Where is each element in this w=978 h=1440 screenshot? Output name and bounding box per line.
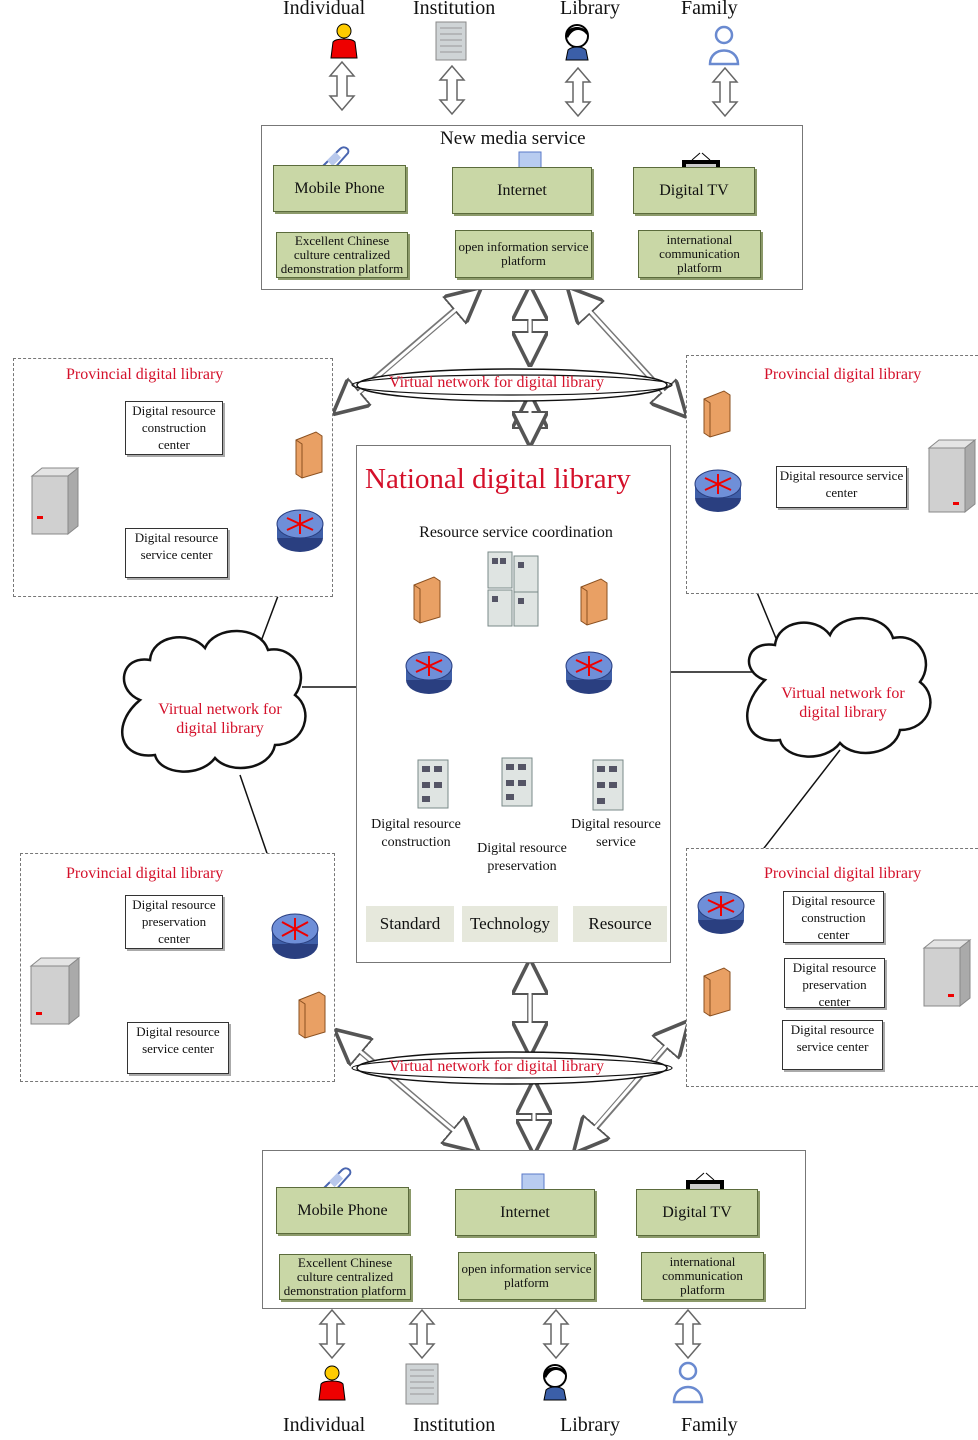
mobile-phone-button-bottom[interactable]: Mobile Phone xyxy=(276,1187,409,1234)
user-label-institution-bottom: Institution xyxy=(413,1414,496,1436)
service-center-box-bl[interactable]: Digital resource service center xyxy=(127,1022,229,1074)
internet-button-bottom[interactable]: Internet xyxy=(455,1189,595,1236)
national-title: National digital library xyxy=(365,463,631,495)
open-info-platform-box-bottom[interactable]: open information service platform xyxy=(458,1252,595,1300)
server-icon-construction xyxy=(417,759,449,809)
user-label-family-top: Family xyxy=(681,0,738,19)
construction-center-box-br[interactable]: Digital resource construction center xyxy=(783,891,884,943)
user-label-library-bottom: Library xyxy=(560,1414,620,1436)
service-center-box-tr[interactable]: Digital resource service center xyxy=(776,466,907,508)
user-label-individual-bottom: Individual xyxy=(283,1414,366,1436)
librarian-icon-library-top xyxy=(565,24,589,61)
vnet-label-left: Virtual network for digital library xyxy=(158,701,282,737)
construction-center-box-tl[interactable]: Digital resource construction center xyxy=(125,401,223,455)
digital-tv-button-top[interactable]: Digital TV xyxy=(633,167,755,214)
national-digital-library-box xyxy=(356,445,671,963)
server-icon-tl xyxy=(30,466,80,536)
double-arrow-institution-bottom xyxy=(408,1308,436,1360)
family-icon-bottom xyxy=(672,1361,704,1404)
label-construction: Digital resource construction xyxy=(371,817,461,850)
firewall-icon-national-left xyxy=(413,576,441,624)
user-label-individual-top: Individual xyxy=(283,0,366,19)
building-icon-institution-top xyxy=(435,21,467,61)
provincial-title-bottom-left: Provincial digital library xyxy=(66,865,224,882)
double-arrow-institution-top xyxy=(438,64,466,116)
label-service: Digital resource service xyxy=(571,817,661,850)
culture-platform-box-top[interactable]: Excellent Chinese culture centralized de… xyxy=(276,232,408,278)
standard-button[interactable]: Standard xyxy=(366,906,454,942)
service-center-box-br[interactable]: Digital resource service center xyxy=(782,1020,883,1070)
librarian-icon-library-bottom xyxy=(543,1364,567,1401)
intl-platform-box-bottom[interactable]: international communication platform xyxy=(641,1252,764,1300)
server-icon-br xyxy=(922,938,972,1008)
double-arrow-individual-top xyxy=(328,60,356,112)
provincial-title-top-left: Provincial digital library xyxy=(66,366,224,383)
firewall-icon-bl xyxy=(298,991,326,1039)
router-icon-br xyxy=(697,891,745,934)
cloud-right xyxy=(746,616,932,758)
internet-button-top[interactable]: Internet xyxy=(452,167,592,214)
user-label-family-bottom: Family xyxy=(681,1414,738,1436)
router-icon-bl xyxy=(271,913,319,959)
double-arrow-library-top xyxy=(564,66,592,118)
vnet-ellipse-bottom xyxy=(351,1051,673,1085)
service-center-box-tl[interactable]: Digital resource service center xyxy=(125,528,228,578)
resource-button[interactable]: Resource xyxy=(573,906,667,942)
firewall-icon-br xyxy=(703,967,731,1017)
router-icon-tl xyxy=(276,509,324,552)
firewall-icon-national-right xyxy=(580,578,608,626)
preservation-center-box-bl[interactable]: Digital resource preservation center xyxy=(125,895,223,949)
vnet-label-right: Virtual network for digital library xyxy=(781,685,905,721)
open-info-platform-box-top[interactable]: open information service platform xyxy=(455,230,592,278)
double-arrow-library-bottom xyxy=(542,1308,570,1360)
server-rack-icon-national xyxy=(487,551,539,627)
vnet-ellipse-top xyxy=(351,368,673,402)
mobile-phone-button-top[interactable]: Mobile Phone xyxy=(273,165,406,212)
new-media-service-title: New media service xyxy=(440,128,586,149)
server-icon-service xyxy=(592,759,624,811)
digital-tv-button-bottom[interactable]: Digital TV xyxy=(636,1189,758,1236)
person-icon-individual-bottom xyxy=(318,1365,346,1401)
double-arrow-family-top xyxy=(711,66,739,118)
provincial-title-top-right: Provincial digital library xyxy=(764,366,922,383)
intl-platform-box-top[interactable]: international communication platform xyxy=(638,230,761,278)
vnet-label-top: Virtual network for digital library xyxy=(389,374,604,391)
router-icon-tr xyxy=(694,469,742,512)
firewall-icon-tr xyxy=(703,390,731,438)
family-icon-top xyxy=(708,25,740,66)
label-preservation: Digital resource preservation xyxy=(477,841,567,874)
server-icon-tr xyxy=(927,438,977,514)
vnet-label-bottom: Virtual network for digital library xyxy=(389,1058,604,1075)
double-arrow-individual-bottom xyxy=(318,1308,346,1360)
server-icon-bl xyxy=(29,956,81,1026)
culture-platform-box-bottom[interactable]: Excellent Chinese culture centralized de… xyxy=(279,1254,411,1300)
resource-coordination-label: Resource service coordination xyxy=(419,524,613,541)
server-icon-preservation xyxy=(501,757,533,807)
user-label-library-top: Library xyxy=(560,0,620,19)
router-icon-national-left xyxy=(405,651,453,694)
cloud-left xyxy=(121,629,307,773)
preservation-center-box-br[interactable]: Digital resource preservation center xyxy=(784,958,885,1009)
router-icon-national-right xyxy=(565,651,613,694)
technology-button[interactable]: Technology xyxy=(462,906,558,942)
provincial-title-bottom-right: Provincial digital library xyxy=(764,865,922,882)
building-icon-institution-bottom xyxy=(405,1363,439,1405)
firewall-icon-tl xyxy=(295,431,323,479)
user-label-institution-top: Institution xyxy=(413,0,496,19)
person-icon-individual-top xyxy=(330,23,358,59)
double-arrow-family-bottom xyxy=(674,1308,702,1360)
